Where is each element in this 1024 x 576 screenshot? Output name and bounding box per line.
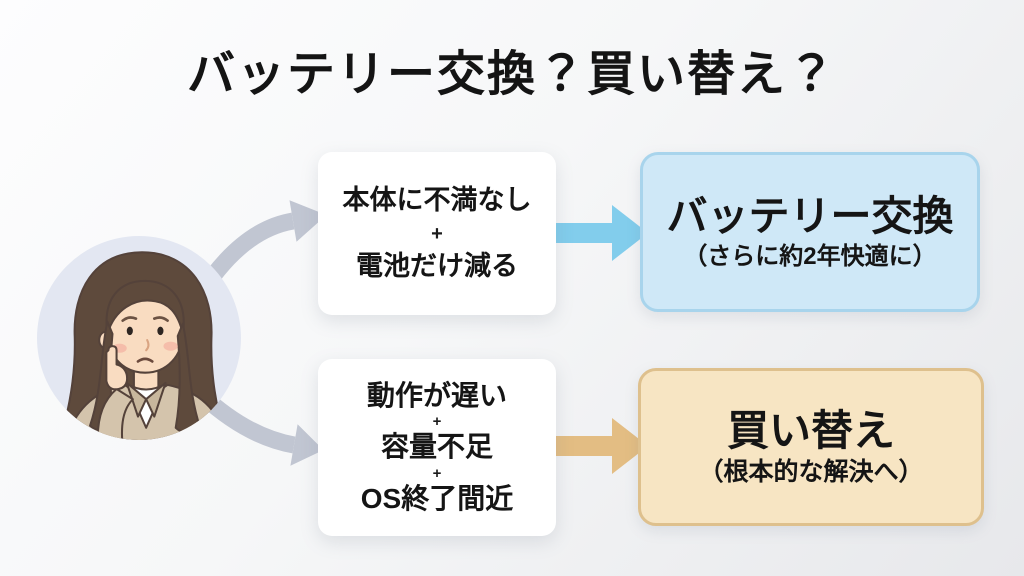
result-box-battery-replacement: バッテリー交換 （さらに約2年快適に） <box>640 152 980 312</box>
result-title: バッテリー交換 <box>666 192 954 239</box>
tan-arrow-icon <box>556 418 648 474</box>
result-subtitle: （さらに約2年快適に） <box>683 242 937 270</box>
condition-line: 本体に不満なし <box>342 185 532 216</box>
condition-line: 容量不足 <box>380 431 493 463</box>
thinking-woman-illustration <box>60 251 228 440</box>
persona-avatar <box>37 236 241 440</box>
condition-box-replace: 動作が遅い + 容量不足 + OS終了間近 <box>318 359 556 536</box>
page-title: バッテリー交換？買い替え？ <box>186 48 837 101</box>
condition-line: 電池だけ減る <box>356 250 518 281</box>
condition-box-battery: 本体に不満なし + 電池だけ減る <box>318 152 556 315</box>
curved-arrow-bottom-icon <box>197 389 324 466</box>
blue-arrow-icon <box>556 205 648 261</box>
plus-sign: + <box>431 222 443 245</box>
plus-sign: + <box>432 464 442 482</box>
result-box-buy-new: 買い替え （根本的な解決へ） <box>638 368 984 526</box>
condition-line: 動作が遅い <box>366 380 507 412</box>
result-subtitle: （根本的な解決へ） <box>698 457 924 486</box>
result-title: 買い替え <box>726 406 895 454</box>
plus-sign: + <box>432 413 442 431</box>
condition-line: OS終了間近 <box>360 482 514 514</box>
